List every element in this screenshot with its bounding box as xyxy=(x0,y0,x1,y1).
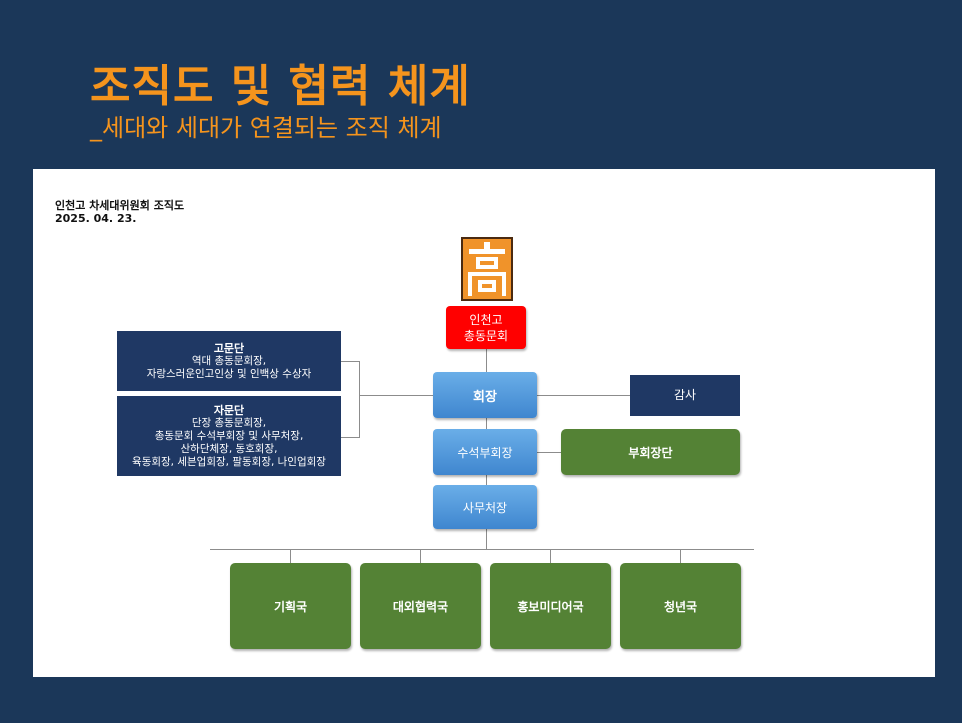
advisors-title: 고문단 xyxy=(213,341,245,355)
slide-subtitle: _세대와 세대가 연결되는 조직 체계 xyxy=(90,114,442,142)
consultants-title: 자문단 xyxy=(213,403,245,417)
advisors-connector xyxy=(341,361,359,362)
chart-caption: 인천고 차세대위원회 조직도 xyxy=(55,199,185,212)
president-box: 회장 xyxy=(433,372,537,418)
consultants-box: 자문단 단장 총동문회장, 총동문회 수석부회장 및 사무처장, 산하단체장, … xyxy=(117,396,341,476)
advisors-box: 고문단 역대 총동문회장, 자랑스러운인고인상 및 인백상 수상자 xyxy=(117,331,341,391)
department-planning: 기획국 xyxy=(230,563,351,649)
consultants-connector xyxy=(341,437,359,438)
department-pr-media: 홍보미디어국 xyxy=(490,563,611,649)
secretary-general-box: 사무처장 xyxy=(433,485,537,529)
consultants-line: 산하단체장, 동호회장, xyxy=(180,442,278,455)
department-youth: 청년국 xyxy=(620,563,741,649)
senior-vp-box: 수석부회장 xyxy=(433,429,537,475)
consultants-line: 육동회장, 세븐업회장, 팔동회장, 나인업회장 xyxy=(132,455,326,468)
advisory-to-president xyxy=(359,395,433,396)
org-chart-canvas: 인천고 차세대위원회 조직도 2025. 04. 23. xyxy=(33,169,935,677)
advisory-bracket xyxy=(359,361,360,438)
advisors-line: 자랑스러운인고인상 및 인백상 수상자 xyxy=(146,367,312,380)
vp-group-box: 부회장단 xyxy=(561,429,740,475)
auditor-box: 감사 xyxy=(630,375,740,416)
slide-title: 조직도 및 협력 체계 xyxy=(90,61,471,112)
president-to-auditor xyxy=(537,395,630,396)
senior-vp-to-vp-group xyxy=(537,452,561,453)
department-bus xyxy=(210,549,754,550)
consultants-line: 총동문회 수석부회장 및 사무처장, xyxy=(154,429,304,442)
school-emblem-icon xyxy=(461,237,513,301)
advisors-line: 역대 총동문회장, xyxy=(191,354,267,367)
alumni-association-box: 인천고 총동문회 xyxy=(446,306,526,349)
department-external-cooperation: 대외협력국 xyxy=(360,563,481,649)
consultants-line: 단장 총동문회장, xyxy=(191,416,267,429)
chart-date: 2025. 04. 23. xyxy=(55,212,137,225)
